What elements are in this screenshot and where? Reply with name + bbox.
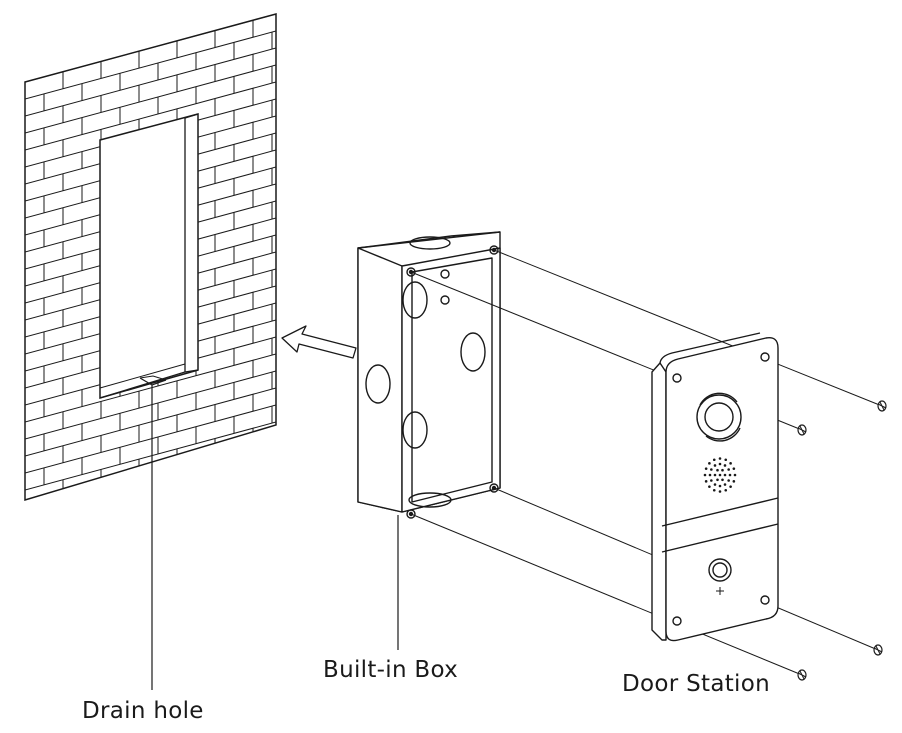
speaker-grille <box>703 457 737 493</box>
screw-icon <box>873 644 883 656</box>
screw-icon <box>797 424 807 436</box>
station-screw-hole <box>672 373 682 383</box>
station-screw-hole <box>672 616 682 626</box>
insertion-arrow <box>281 325 357 359</box>
built-in-box <box>357 231 501 519</box>
drain-hole-label: Drain hole <box>82 698 204 724</box>
bottom-knockout <box>408 492 452 508</box>
box-screw-hole <box>489 483 499 493</box>
door-station-label: Door Station <box>622 671 770 697</box>
mounting-screws <box>797 400 887 681</box>
box-screw-hole <box>406 267 416 277</box>
box-screw-hole <box>406 509 416 519</box>
station-screw-hole <box>760 595 770 605</box>
screw-icon <box>797 669 807 681</box>
screw-icon <box>877 400 887 412</box>
top-knockout <box>409 236 451 250</box>
wall-opening <box>99 113 199 399</box>
door-station <box>651 332 779 642</box>
brick-wall <box>24 13 277 502</box>
side-knockout <box>365 364 391 404</box>
station-screw-hole <box>760 352 770 362</box>
box-screw-hole <box>489 245 499 255</box>
built-in-box-label: Built-in Box <box>323 657 459 683</box>
